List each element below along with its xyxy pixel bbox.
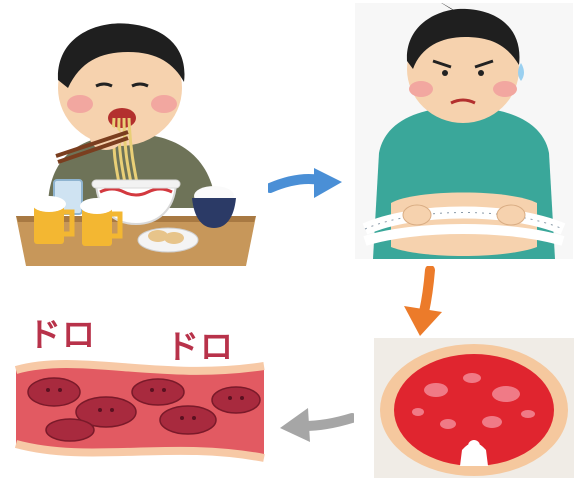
doro-label: ドロ [166,330,234,363]
doro-label: ドロ [28,318,96,351]
down-arrow-icon [400,266,446,338]
belly-measure-icon [355,3,573,259]
right-arrow-icon [268,166,344,202]
left-arrow-icon [276,404,354,444]
visceral-fat-icon [374,338,574,478]
man-eating-icon [8,8,260,270]
